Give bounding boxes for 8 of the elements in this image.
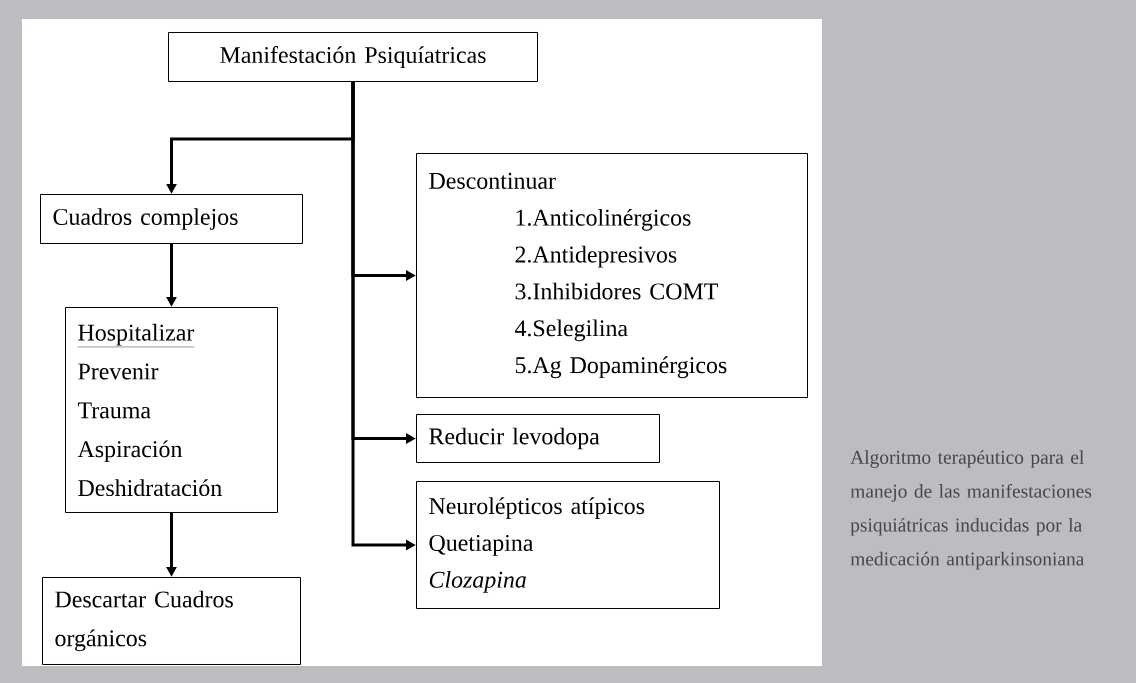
caption: Algoritmo terapéutico para el manejo de las manifestaciones psiquiátricas inducidas por la medicación antiparkinsoniana bbox=[850, 450, 1092, 570]
list-box: Neurolépticos atípicos Quetiapina Clozapina bbox=[416, 481, 720, 609]
process-box: Reducir levodopa bbox=[416, 414, 660, 463]
process-box: Cuadros complejos bbox=[40, 194, 303, 244]
title-box: Manifestación Psiquíatricas bbox=[168, 32, 538, 82]
process-box: Descartar Cuadros orgánicos bbox=[42, 577, 301, 665]
list-box: Descontinuar 1.Anticolinérgicos 2.Antidepresivos 3.Inhibidores COMT 4.Selegilina 5.Ag Dopaminérgicos bbox=[416, 153, 808, 398]
list-box: Hospitalizar Prevenir Trauma Aspiración Deshidratación bbox=[65, 307, 278, 513]
